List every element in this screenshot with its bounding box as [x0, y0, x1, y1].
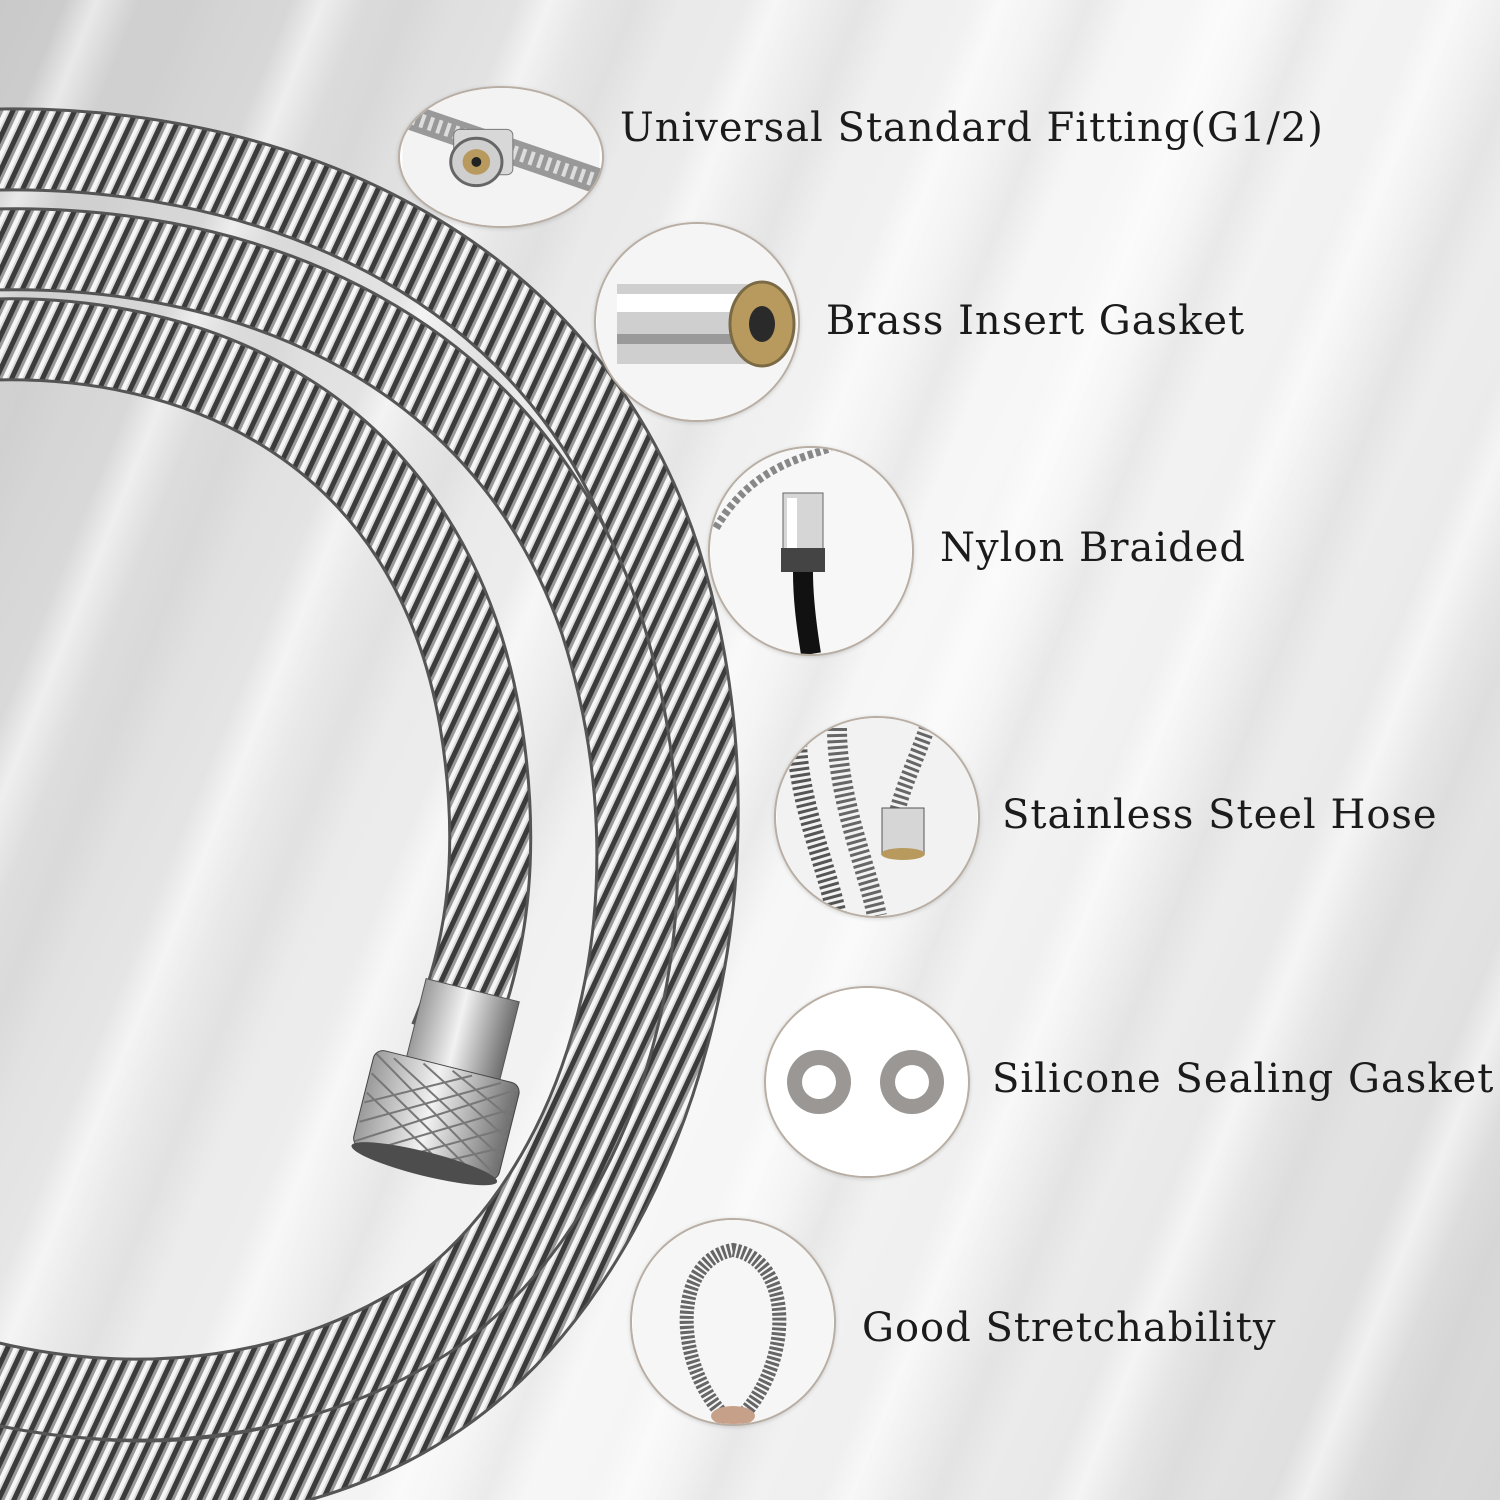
- steel-label: Stainless Steel Hose: [1002, 792, 1438, 838]
- stretch-loop-icon: [633, 1220, 833, 1424]
- fitting-icon: [402, 88, 602, 226]
- silicone-gasket-icon: [767, 988, 967, 1176]
- fitting-callout: [398, 86, 604, 228]
- brass-label: Brass Insert Gasket: [826, 298, 1246, 344]
- nylon-braid-icon: [711, 448, 911, 654]
- silicone-callout: [764, 986, 970, 1178]
- brass-callout: [594, 222, 800, 422]
- steel-callout: [774, 716, 980, 918]
- steel-hose-icon: [777, 718, 977, 916]
- stretch-callout: [630, 1218, 836, 1426]
- stretch-label: Good Stretchability: [862, 1305, 1277, 1351]
- hose-end-nut: [351, 978, 520, 1186]
- brass-gasket-icon: [597, 224, 797, 420]
- silicone-label: Silicone Sealing Gasket: [992, 1056, 1495, 1102]
- nylon-label: Nylon Braided: [940, 525, 1246, 571]
- fitting-label: Universal Standard Fitting(G1/2): [620, 105, 1324, 151]
- hose-coil-inner: [0, 297, 533, 1057]
- nylon-callout: [708, 446, 914, 656]
